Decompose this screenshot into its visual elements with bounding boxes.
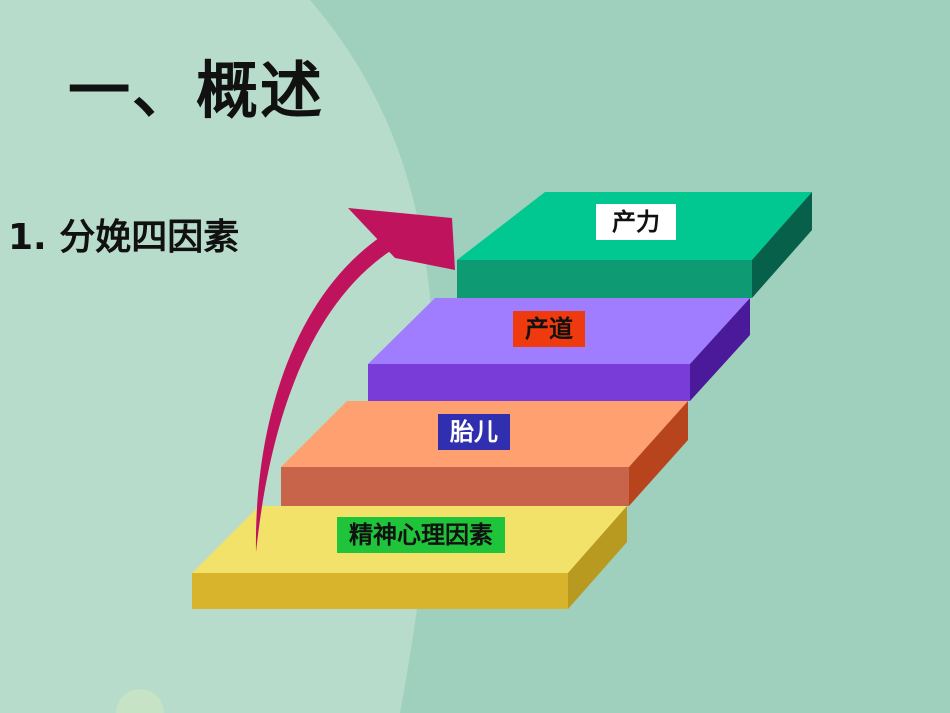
step-birth-canal-side <box>690 298 750 401</box>
label-fetus: 胎儿 <box>438 414 510 450</box>
step-psychological-front <box>192 573 568 609</box>
step-labor-force-front <box>457 260 752 298</box>
label-labor-force: 产力 <box>596 204 676 240</box>
label-psychological: 精神心理因素 <box>337 517 505 553</box>
step-labor-force-side <box>752 192 812 298</box>
subtitle: 1. 分娩四因素 <box>8 217 240 258</box>
step-birth-canal-front <box>368 364 690 401</box>
page-title: 一、概述 <box>68 54 325 127</box>
curved-arrow-icon <box>255 208 455 552</box>
step-fetus-side <box>629 401 688 506</box>
label-birth-canal: 产道 <box>513 311 585 347</box>
step-fetus-front <box>281 467 629 506</box>
step-psychological-side <box>568 506 627 609</box>
